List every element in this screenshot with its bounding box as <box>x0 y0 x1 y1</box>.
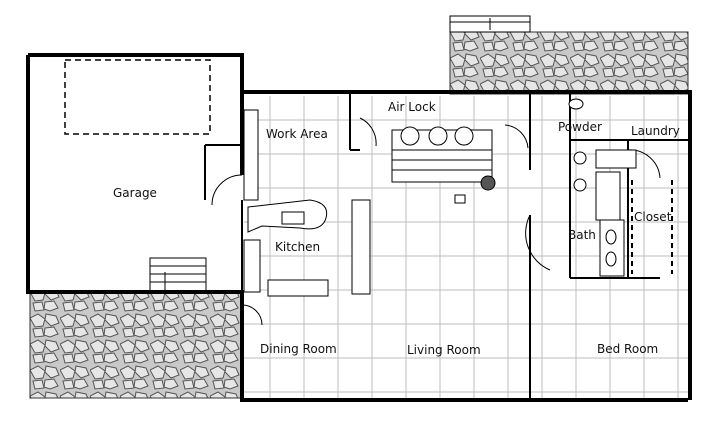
stone-patio-top <box>449 31 689 95</box>
stone-patio-bottom-left <box>29 291 243 399</box>
label-kitchen: Kitchen <box>275 240 320 254</box>
label-laundry: Laundry <box>631 124 680 138</box>
label-living-room: Living Room <box>407 343 481 357</box>
label-bath: Bath <box>568 228 596 242</box>
label-closet: Closet <box>634 210 672 224</box>
label-bed-room: Bed Room <box>597 342 658 356</box>
closet-rods <box>631 180 673 274</box>
label-work-area: Work Area <box>266 127 328 141</box>
garage-door-outline <box>64 59 211 135</box>
label-dining-room: Dining Room <box>260 342 337 356</box>
kitchen-counters <box>243 109 371 297</box>
label-air-lock: Air Lock <box>388 100 436 114</box>
patio-entry-stair <box>449 15 531 33</box>
air-lock-stairs <box>391 126 496 204</box>
bath-fixtures <box>568 98 637 277</box>
label-powder: Powder <box>558 120 602 134</box>
label-garage: Garage <box>113 186 157 200</box>
garage-stairs <box>149 257 207 293</box>
